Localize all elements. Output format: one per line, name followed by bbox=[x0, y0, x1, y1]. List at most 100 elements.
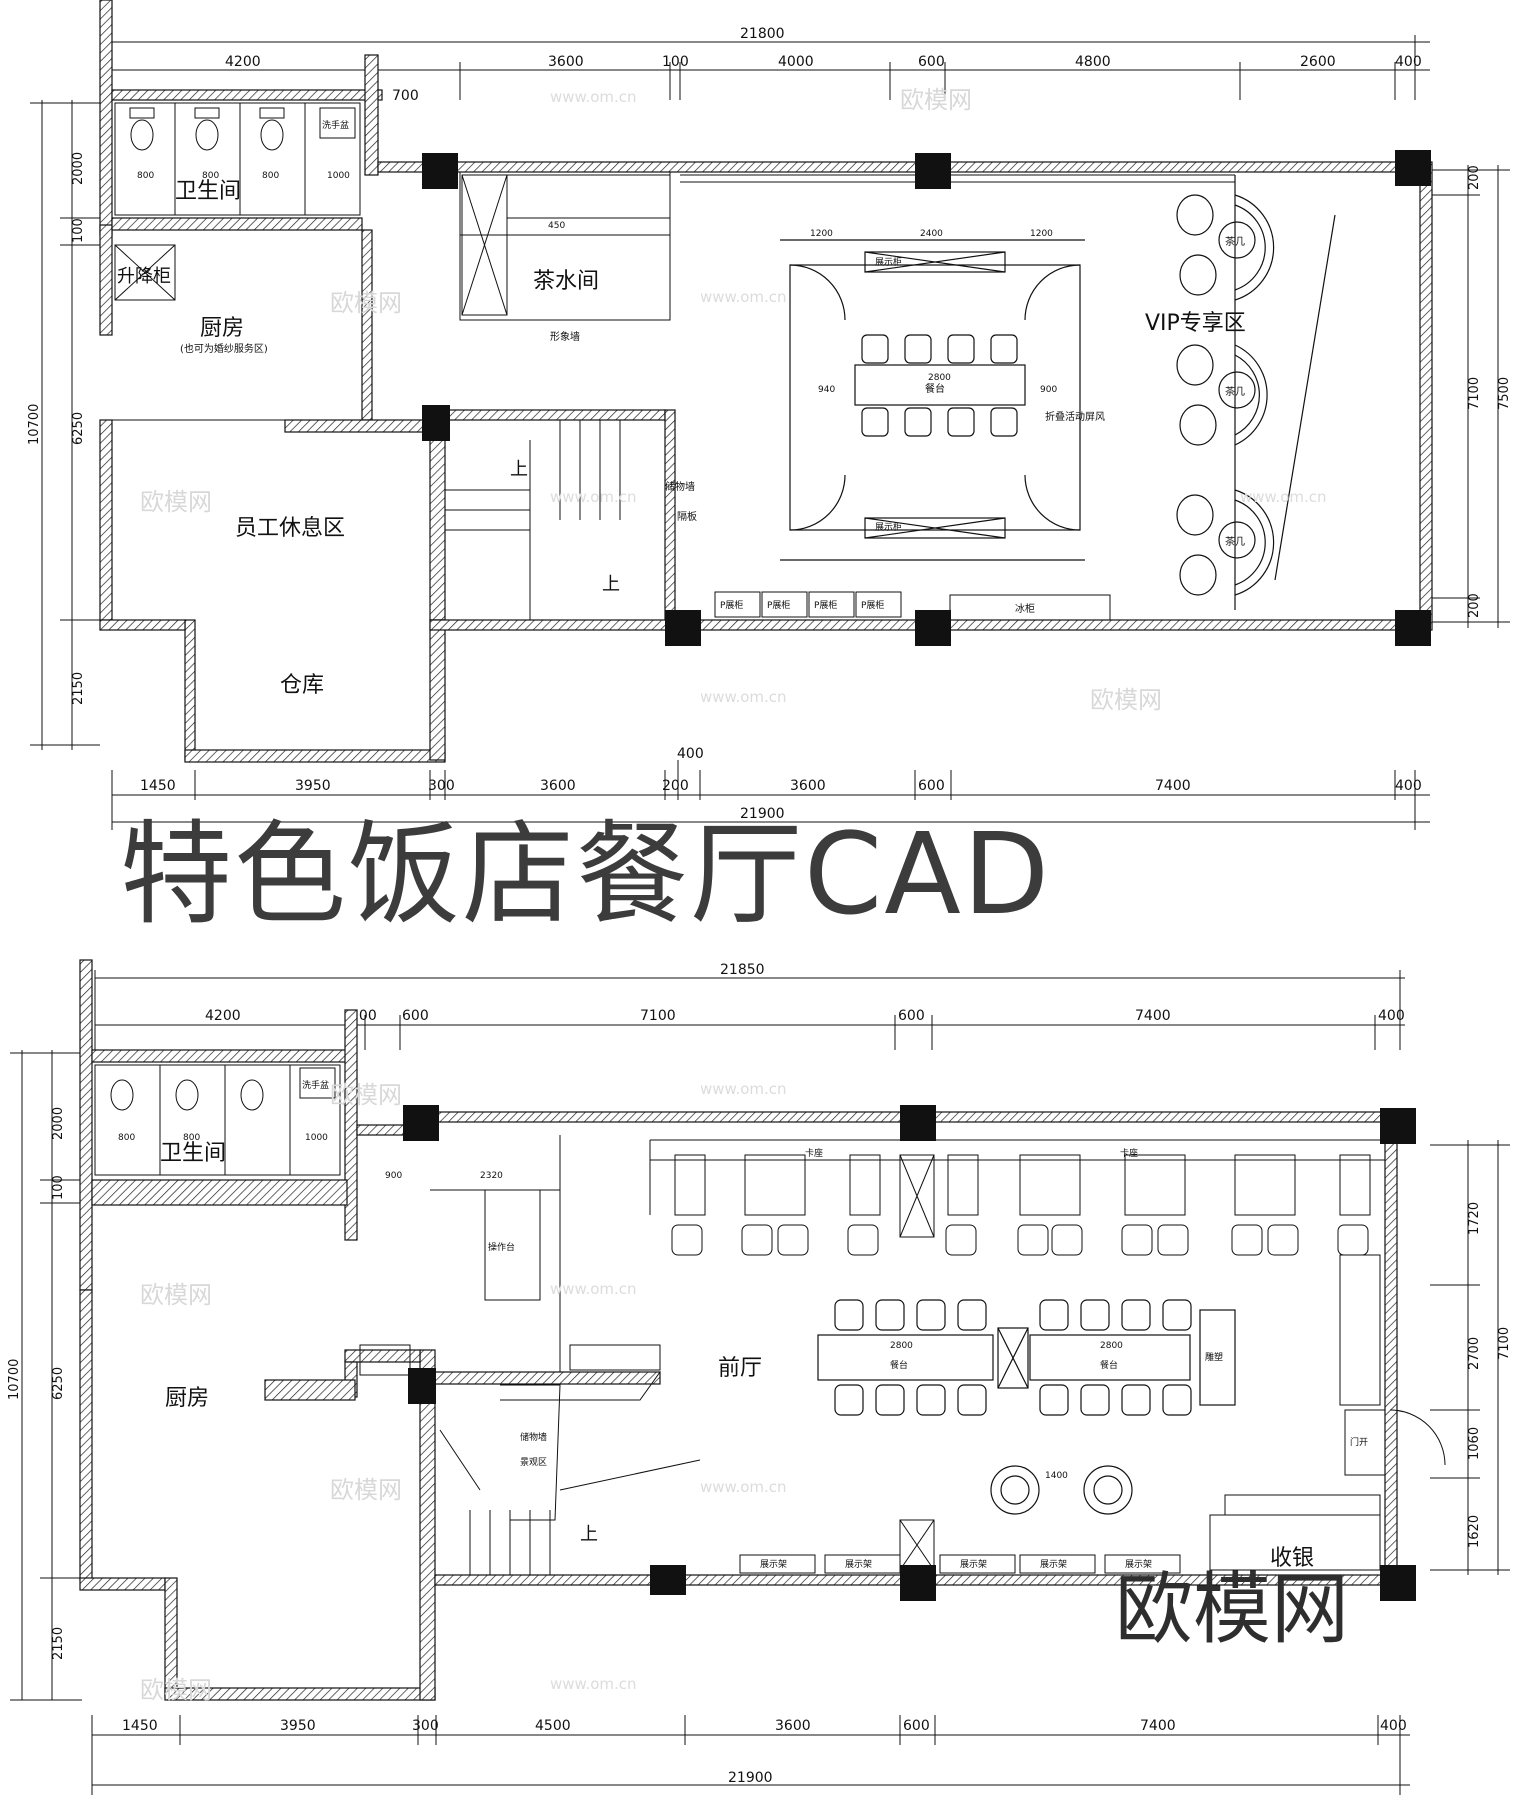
upper-tea-table-3: 茶几 bbox=[1225, 535, 1245, 548]
lower-inner-2: 1000 bbox=[305, 1133, 328, 1143]
watermark-url: www.om.cn bbox=[700, 1478, 787, 1496]
upper-dim-top-9: 400 bbox=[1395, 54, 1422, 70]
upper-vip-area bbox=[1176, 175, 1336, 610]
upper-fridge: 冰柜 bbox=[1015, 602, 1035, 615]
upper-walls bbox=[99, 0, 1433, 763]
lower-work-area bbox=[359, 1135, 701, 1521]
lower-dim-right-0: 1720 bbox=[1467, 1202, 1482, 1235]
upper-columns bbox=[422, 150, 1431, 646]
upper-dim-top-0: 4200 bbox=[225, 54, 261, 70]
upper-dim-bottom-2: 300 bbox=[428, 778, 455, 794]
upper-tea-room bbox=[459, 171, 671, 321]
upper-inner-2: 800 bbox=[262, 171, 279, 181]
lower-dim-left-4: 2150 bbox=[51, 1627, 66, 1660]
lower-round-tables bbox=[990, 1465, 1133, 1515]
watermark-url: www.om.cn bbox=[550, 88, 637, 106]
lower-booth-label-2: 卡座 bbox=[1120, 1147, 1138, 1159]
upper-room-lift-cabinet: 升降柜 bbox=[117, 266, 171, 287]
upper-display-bottom: 展示柜 bbox=[875, 521, 902, 533]
lower-display-4: 展示架 bbox=[1040, 1559, 1067, 1570]
upper-tea-table-1: 茶几 bbox=[1225, 235, 1245, 248]
upper-inner-0: 800 bbox=[137, 171, 154, 181]
upper-dim-top-8: 2600 bbox=[1300, 54, 1336, 70]
lower-dim-top-6: 400 bbox=[1378, 1008, 1405, 1024]
watermark-url: www.om.cn bbox=[550, 1280, 637, 1298]
lower-dim-top-0: 4200 bbox=[205, 1008, 241, 1024]
watermark-logo: 欧模网 bbox=[330, 1476, 402, 1504]
lower-dim-right bbox=[1430, 1140, 1510, 1575]
lower-inner-1: 800 bbox=[183, 1133, 200, 1143]
lower-dim-top-4: 600 bbox=[898, 1008, 925, 1024]
upper-dim-bottom-5: 400 bbox=[677, 746, 704, 762]
upper-dim-bottom-7: 600 bbox=[918, 778, 945, 794]
upper-dim-top bbox=[111, 35, 1430, 100]
upper-dim-left-3: 10700 bbox=[27, 404, 42, 445]
lower-dining-tables bbox=[817, 1299, 1236, 1416]
upper-washbasin: 洗手盆 bbox=[322, 119, 349, 131]
upper-dim-bottom-6: 3600 bbox=[790, 778, 826, 794]
lower-booth-label-1: 卡座 bbox=[805, 1147, 823, 1159]
upper-dim-top-7: 4800 bbox=[1075, 54, 1111, 70]
watermark-logo: 欧模网 bbox=[330, 1081, 402, 1109]
lower-room-front-hall: 前厅 bbox=[718, 1356, 762, 1381]
upper-inner-10: 940 bbox=[818, 385, 835, 395]
lower-display-shelves bbox=[739, 1519, 1181, 1574]
upper-wine-band bbox=[680, 174, 1235, 183]
upper-tea-table-2: 茶几 bbox=[1225, 385, 1245, 398]
lower-display-1: 展示架 bbox=[760, 1559, 787, 1570]
lower-dining-table-1: 餐台 bbox=[890, 1359, 908, 1371]
upper-room-warehouse: 仓库 bbox=[280, 673, 324, 698]
sheet-title: 特色饭店餐厅CAD bbox=[120, 810, 1052, 940]
upper-dim-top-5: 4000 bbox=[778, 54, 814, 70]
lower-room-kitchen: 厨房 bbox=[165, 1386, 209, 1411]
upper-room-toilet: 卫生间 bbox=[175, 179, 241, 204]
upper-dim-bottom-9: 400 bbox=[1395, 778, 1422, 794]
upper-dim-bottom-4: 200 bbox=[662, 778, 689, 794]
lower-dim-right-2: 7100 bbox=[1497, 1327, 1512, 1360]
lower-toilets bbox=[94, 1064, 341, 1176]
upper-room-kitchen: 厨房 bbox=[200, 316, 244, 341]
upper-dim-top-3: 3600 bbox=[548, 54, 584, 70]
lower-inner-6: 2800 bbox=[890, 1341, 913, 1351]
lower-dim-right-4: 1620 bbox=[1467, 1515, 1482, 1548]
upper-dim-bottom-1: 3950 bbox=[295, 778, 331, 794]
upper-dim-right-1: 7100 bbox=[1467, 377, 1482, 410]
lower-inner-7: 2800 bbox=[1100, 1341, 1123, 1351]
upper-inner-9: 900 bbox=[1040, 385, 1057, 395]
lower-display-5: 展示架 bbox=[1125, 1559, 1152, 1570]
upper-dim-bottom-total: 21900 bbox=[740, 806, 785, 822]
lower-dim-right-3: 1060 bbox=[1467, 1427, 1482, 1460]
watermark-url: www.om.cn bbox=[1240, 488, 1327, 506]
lower-dim-bottom-total: 21900 bbox=[728, 1770, 773, 1786]
upper-stair-up-2: 上 bbox=[602, 574, 620, 595]
lower-dim-top-5: 7400 bbox=[1135, 1008, 1171, 1024]
upper-inner-8: 2800 bbox=[928, 373, 951, 383]
lower-dim-bottom-7: 400 bbox=[1380, 1718, 1407, 1734]
lower-stair-up: 上 bbox=[580, 1524, 598, 1545]
upper-toilets bbox=[114, 102, 361, 216]
upper-dim-top-4: 100 bbox=[662, 54, 689, 70]
lower-columns bbox=[403, 1105, 1416, 1601]
lower-landscape: 景观区 bbox=[520, 1457, 547, 1468]
lower-door-open: 门开 bbox=[1350, 1436, 1368, 1448]
lower-dim-right-1: 2700 bbox=[1467, 1337, 1482, 1370]
lower-right-side bbox=[1209, 1254, 1446, 1571]
lower-dim-left-1: 100 bbox=[51, 1175, 66, 1200]
lower-dim-bottom-6: 7400 bbox=[1140, 1718, 1176, 1734]
upper-dim-top-6: 600 bbox=[918, 54, 945, 70]
upper-p-cabinets bbox=[714, 591, 1111, 621]
upper-room-kitchen-note: (也可为婚纱服务区) bbox=[180, 342, 268, 355]
upper-room-staff-rest: 员工休息区 bbox=[235, 516, 345, 541]
upper-dim-bottom-3: 3600 bbox=[540, 778, 576, 794]
upper-dim-left-1: 100 bbox=[71, 218, 86, 243]
lower-dining-table-2: 餐台 bbox=[1100, 1359, 1118, 1371]
lower-dim-left-3: 10700 bbox=[7, 1359, 22, 1400]
upper-kitchen-lines bbox=[112, 244, 285, 421]
lower-inner-3: 900 bbox=[385, 1171, 402, 1181]
watermark-url: www.om.cn bbox=[700, 1080, 787, 1098]
lower-display-3: 展示架 bbox=[960, 1559, 987, 1570]
lower-room-toilet: 卫生间 bbox=[160, 1141, 226, 1166]
lower-dim-bottom-1: 3950 bbox=[280, 1718, 316, 1734]
lower-stair bbox=[469, 1510, 551, 1575]
lower-carving: 雕塑 bbox=[1205, 1351, 1223, 1363]
